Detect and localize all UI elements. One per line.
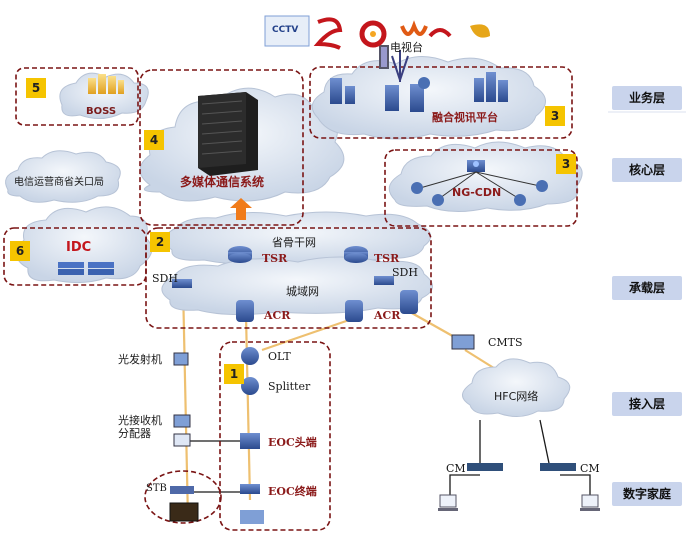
metro-network-label: 城域网 — [286, 285, 319, 298]
multimedia-box — [139, 69, 304, 226]
optical-rx-icon — [173, 414, 191, 428]
idc-rack-icons — [58, 262, 114, 275]
cm-to-pc-line2 — [560, 474, 591, 500]
tsr-right-label: TSR — [374, 252, 400, 265]
hfc-cloud — [462, 358, 571, 417]
sdh-icons — [172, 276, 394, 288]
tsr-left-label: TSR — [262, 252, 288, 265]
layer-bearer: 承载层 — [612, 276, 682, 300]
acr-icons — [236, 290, 418, 322]
layer-service: 业务层 — [612, 86, 682, 110]
dashed-boxes — [3, 66, 578, 531]
olt-label: OLT — [268, 350, 291, 363]
badge-5: 5 — [26, 78, 46, 98]
idc-cloud — [16, 206, 153, 284]
ngcdn-cloud — [388, 141, 583, 212]
tv-antenna-icon — [379, 45, 409, 82]
top-logo-strip — [264, 15, 490, 50]
splitter-box-icon — [173, 433, 191, 447]
access-lines — [190, 419, 591, 500]
cm-left-icon — [467, 463, 503, 471]
badge-3-core: 3 — [556, 154, 576, 174]
backbone-label: 省骨干网 — [272, 236, 316, 249]
pc-icons — [438, 494, 600, 511]
ngcdn-label: NG-CDN — [452, 186, 502, 199]
ngcdn-nodes — [411, 160, 548, 206]
sdh-to-stb-line — [181, 284, 190, 521]
boss-icon — [88, 74, 124, 94]
telecom-cloud — [5, 150, 121, 203]
sdh-left-label: SDH — [152, 272, 178, 285]
splitter-label: Splitter — [268, 380, 311, 393]
hfc-to-cm-line2 — [539, 419, 551, 469]
cm-right-icon — [540, 463, 576, 471]
layer-access: 接入层 — [612, 392, 682, 416]
acr-right-label: ACR — [374, 309, 401, 322]
access-box — [219, 341, 331, 531]
tv-screen-icon — [169, 502, 199, 522]
idc-label: IDC — [66, 240, 92, 255]
telecom-gateway-label: 电信运营商省关口局 — [14, 177, 104, 188]
stb-icon — [170, 486, 194, 494]
stb-label: STB — [146, 483, 167, 494]
cmts-label: CMTS — [488, 336, 523, 349]
eoc-terminal-label: EOC终端 — [268, 485, 317, 498]
boss-label: BOSS — [86, 106, 117, 117]
service-box — [309, 66, 573, 139]
acr-to-eoc-line — [244, 314, 252, 501]
stb-ellipse — [144, 470, 222, 524]
cmts-icon — [451, 334, 475, 350]
fusion-video-platform-label: 融合视讯平台 — [432, 111, 498, 124]
ngcdn-box — [384, 149, 578, 227]
sdh-right-label: SDH — [392, 266, 418, 279]
acr2-to-olt-line — [261, 316, 356, 352]
home-device-icon — [240, 510, 264, 524]
layer-digital-home: 数字家庭 — [612, 482, 682, 506]
boss-box — [15, 67, 139, 126]
optical-tx-icon — [173, 352, 189, 366]
eoc-head-icon — [240, 433, 260, 449]
badge-6: 6 — [10, 241, 30, 261]
boss-cloud — [59, 72, 149, 119]
badge-2: 2 — [150, 232, 170, 252]
optical-receiver-splitter-label: 光接收机 分配器 — [118, 414, 162, 440]
olt-icon — [241, 347, 259, 365]
badge-1: 1 — [224, 364, 244, 384]
optical-transmitter-label: 光发射机 — [118, 353, 162, 366]
cm-right-label: CM — [580, 462, 600, 475]
eoc-head-label: EOC头端 — [268, 436, 317, 449]
multimedia-system-label: 多媒体通信系统 — [180, 175, 265, 189]
cm-to-pc-line1 — [449, 474, 480, 500]
up-arrow-icon — [230, 198, 252, 220]
service-server-icons — [330, 72, 508, 112]
badge-4: 4 — [144, 130, 164, 150]
cm-left-label: CM — [446, 462, 466, 475]
cctv-logo-text: CCTV — [272, 25, 299, 35]
eoc-terminal-icon — [240, 484, 260, 494]
metro-cloud — [161, 256, 433, 316]
tv-station-label: 电视台 — [390, 41, 423, 54]
acr-left-label: ACR — [264, 309, 291, 322]
multimedia-server-icon — [198, 92, 258, 176]
bearer-box — [145, 227, 432, 329]
splitter-icon — [241, 377, 259, 395]
tsr-router-icons — [228, 246, 368, 263]
badge-3-service: 3 — [545, 106, 565, 126]
layer-core: 核心层 — [612, 158, 682, 182]
hfc-network-label: HFC网络 — [494, 390, 539, 403]
